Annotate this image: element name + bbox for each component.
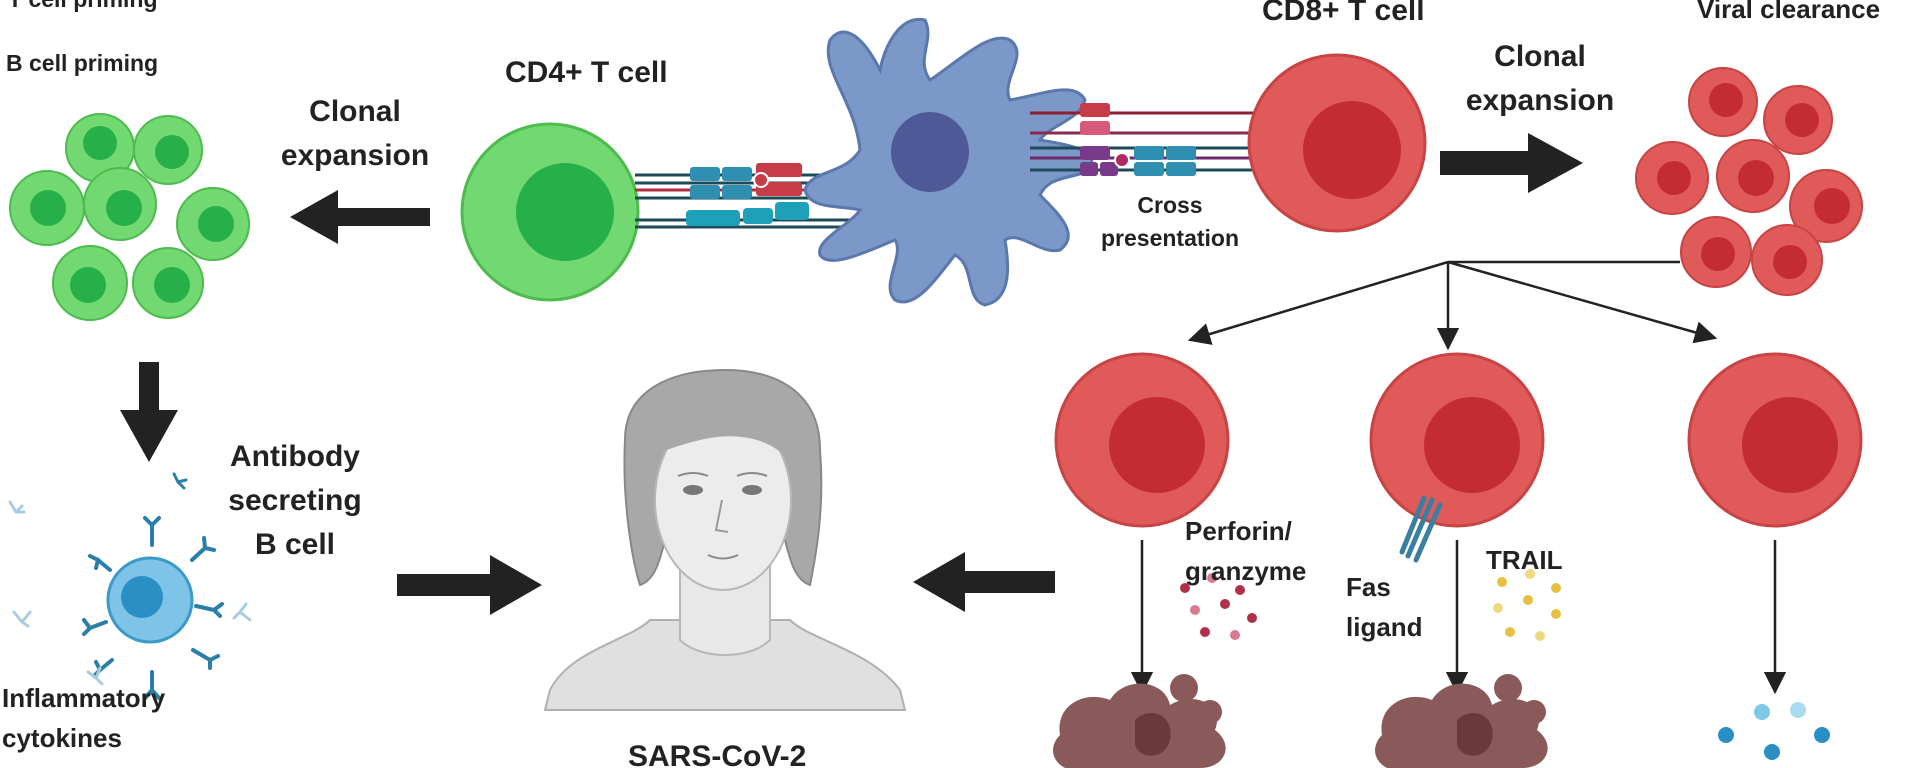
label-clonal-expansion-right-2: expansion (1465, 84, 1615, 117)
b-cell-priming-cluster (9, 113, 250, 321)
tcr-mhc1-complex (1030, 103, 1260, 176)
label-cd8-t-cell: CD8+ T cell (1262, 0, 1425, 27)
cd8-t-cell (1247, 53, 1427, 233)
label-antibody-secreting-2: secreting (228, 484, 362, 517)
label-trail: TRAIL (1486, 545, 1563, 575)
label-fas: Fas (1346, 572, 1391, 602)
arrow-right-cd8 (1440, 133, 1583, 193)
label-clonal-expansion-left-2: expansion (280, 139, 430, 172)
trail-granules (1493, 569, 1561, 641)
arrow-down-bcell (120, 362, 178, 462)
label-clonal-expansion-left-1: Clonal (309, 95, 401, 128)
effector-cells (1054, 352, 1863, 528)
label-ligand: ligand (1346, 612, 1423, 642)
apoptotic-cell-2 (1375, 674, 1548, 768)
label-cd4-t-cell: CD4+ T cell (505, 56, 668, 89)
label-clonal-expansion-right-1: Clonal (1494, 40, 1586, 73)
label-antibody-secreting-3: B cell (254, 528, 336, 561)
arrow-left-to-patient (913, 552, 1055, 612)
fas-ligand-receptor (1399, 495, 1443, 563)
bold-arrows (120, 133, 1583, 615)
virus-particles (1718, 702, 1830, 760)
label-inflammatory-2: cytokines (2, 723, 122, 753)
label-top-left-cut: T cell priming (8, 0, 158, 13)
label-cross-presentation-1: Cross (1137, 192, 1203, 218)
cd4-t-cell (460, 122, 640, 302)
label-antibody-secreting-1: Antibody (230, 440, 360, 473)
label-cross-presentation-2: presentation (1100, 225, 1240, 251)
label-viral-clearance: Viral clearance (1697, 0, 1881, 24)
branch-arrows (1130, 260, 1787, 695)
perforin-granules (1180, 573, 1257, 640)
dendritic-cell (803, 18, 1094, 307)
tcr-mhc2-complex (635, 163, 860, 229)
cd8-clonal-cluster (1635, 67, 1863, 296)
patient-illustration (543, 368, 907, 711)
arrow-left-cd4 (290, 190, 430, 244)
label-b-cell-priming: B cell priming (6, 50, 159, 76)
arrow-right-to-patient (397, 555, 542, 615)
label-inflammatory-1: Inflammatory (2, 683, 166, 713)
label-granzyme: granzyme (1185, 556, 1307, 586)
label-perforin: Perforin/ (1185, 516, 1292, 546)
apoptotic-cell-1 (1053, 674, 1226, 768)
label-sars-cov-2: SARS-CoV-2 (628, 740, 807, 768)
antibody-secreting-b-cell (8, 472, 252, 700)
